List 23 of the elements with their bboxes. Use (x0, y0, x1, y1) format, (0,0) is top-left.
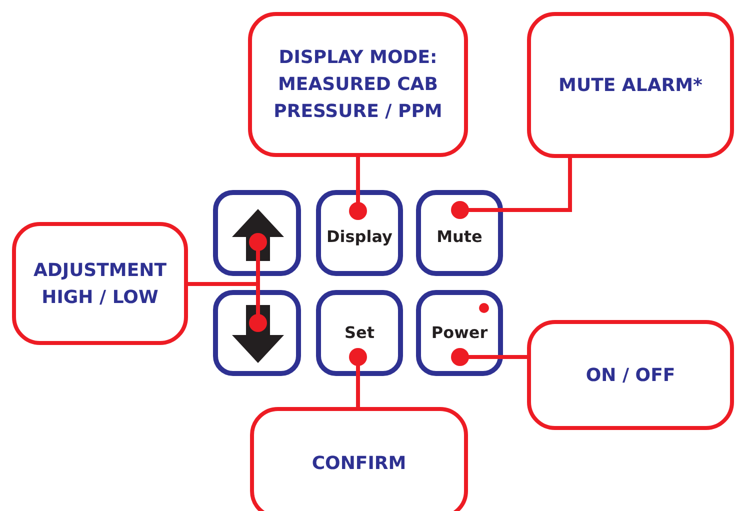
leader-line (451, 158, 572, 219)
callout-text: DISPLAY MODE: MEASURED CAB PRESSURE / PPM (272, 46, 444, 124)
callout-text: ADJUSTMENT HIGH / LOW (32, 258, 168, 310)
keypad-button (416, 290, 503, 376)
leader-line (349, 348, 367, 407)
callout-text: MUTE ALARM* (558, 74, 702, 98)
callout-box (527, 320, 734, 430)
keypad-button (416, 190, 503, 276)
keypad-button (213, 190, 301, 276)
button-label: Mute (436, 227, 484, 247)
button-label: Set (343, 323, 376, 343)
leader-line (451, 348, 527, 366)
button-label: Power (430, 323, 489, 343)
keypad-button (213, 290, 301, 376)
callout-box (250, 407, 468, 511)
button-label: Display (326, 227, 394, 247)
callout-text: CONFIRM (312, 452, 406, 476)
callout-box (12, 222, 188, 345)
callout-box (527, 12, 734, 158)
callout-box (248, 12, 468, 157)
keypad-button (316, 290, 403, 376)
callout-text: ON / OFF (586, 364, 676, 388)
leader-line (349, 157, 367, 220)
